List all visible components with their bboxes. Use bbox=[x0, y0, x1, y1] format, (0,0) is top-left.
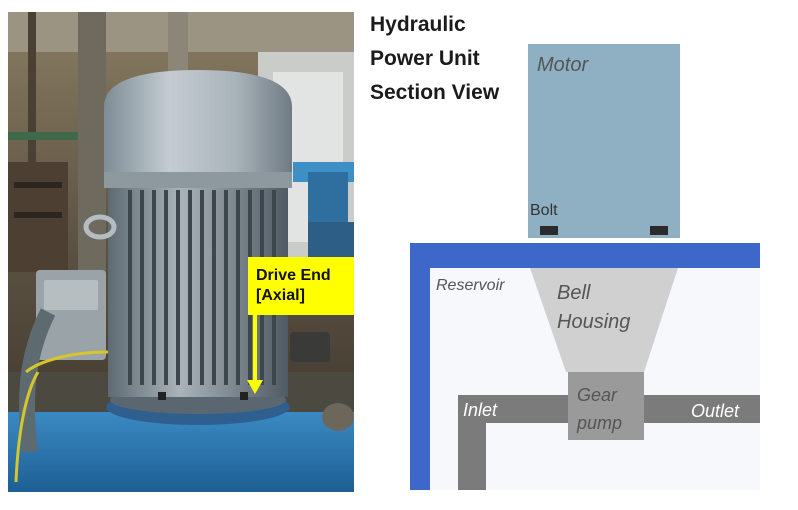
section-view-drawing bbox=[410, 44, 760, 490]
bell-housing-label-line-2: Housing bbox=[557, 311, 631, 333]
motor-photo: Drive End [Axial] bbox=[8, 12, 354, 492]
gear-pump-label-line-1: Gear bbox=[577, 385, 618, 405]
drive-end-callout: Drive End [Axial] bbox=[248, 257, 354, 315]
callout-line-1: Drive End bbox=[256, 267, 331, 284]
bolt-right bbox=[650, 226, 668, 235]
gear-pump bbox=[568, 372, 644, 440]
section-view-diagram: Hydraulic Power Unit Section View Motor … bbox=[360, 0, 798, 510]
diagram-title-line-1: Hydraulic bbox=[370, 13, 466, 36]
reservoir-label: Reservoir bbox=[436, 277, 505, 294]
fan-cover bbox=[104, 70, 292, 187]
bell-housing bbox=[530, 268, 678, 372]
motor-block bbox=[528, 44, 680, 238]
callout-line-2: [Axial] bbox=[256, 287, 305, 304]
drive-end-arrow bbox=[247, 315, 263, 394]
motor-photo-illustration bbox=[8, 12, 354, 492]
inlet-label: Inlet bbox=[463, 400, 498, 420]
pipework bbox=[458, 395, 760, 490]
mount-bolts bbox=[158, 392, 248, 400]
diagram-title-line-3: Section View bbox=[370, 81, 500, 104]
diagram-title-line-2: Power Unit bbox=[370, 47, 480, 70]
inlet-riser bbox=[458, 395, 486, 490]
bell-housing-label-line-1: Bell bbox=[557, 282, 591, 304]
bolt-label: Bolt bbox=[530, 202, 558, 219]
motor-label: Motor bbox=[537, 54, 589, 76]
junction-box bbox=[14, 270, 109, 483]
lifting-eye bbox=[83, 214, 117, 240]
outlet-label: Outlet bbox=[691, 401, 740, 421]
bolt-left bbox=[540, 226, 558, 235]
gear-pump-label-line-2: pump bbox=[577, 413, 623, 433]
outlet-pipe bbox=[644, 395, 760, 423]
